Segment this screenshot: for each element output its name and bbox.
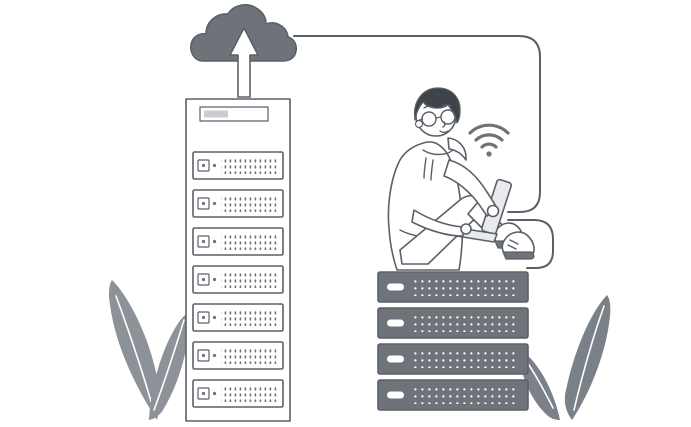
server-unit	[192, 227, 284, 256]
wifi-signal-icon	[468, 123, 510, 157]
server-unit	[192, 265, 284, 294]
person-eyebrows	[423, 104, 452, 109]
stack-server-unit	[377, 379, 529, 411]
person-hair	[413, 87, 461, 124]
plant-right	[519, 295, 611, 420]
server-cabinet	[185, 98, 291, 422]
person-nose	[442, 121, 446, 128]
person-hand	[460, 223, 472, 235]
person	[387, 87, 535, 271]
person-mouth	[439, 130, 449, 134]
person-glasses	[416, 109, 456, 127]
upload-arrow-icon	[229, 27, 259, 98]
server-unit	[192, 151, 284, 180]
server-unit	[192, 341, 284, 370]
server-unit	[192, 189, 284, 218]
person-arm	[443, 159, 498, 217]
server-unit	[192, 303, 284, 332]
cabinet-slot-panel	[199, 106, 269, 122]
person-shoe	[501, 231, 535, 260]
person-ear	[414, 119, 424, 129]
person-forearm	[411, 209, 464, 237]
hoodie-hood	[447, 137, 467, 161]
person-hand	[486, 204, 500, 218]
stack-server-unit	[377, 307, 529, 339]
server-stack	[377, 271, 529, 411]
data-cable	[293, 35, 554, 269]
server-unit	[192, 379, 284, 408]
stack-server-unit	[377, 343, 529, 375]
stack-server-unit	[377, 271, 529, 303]
plant-left	[108, 280, 190, 420]
